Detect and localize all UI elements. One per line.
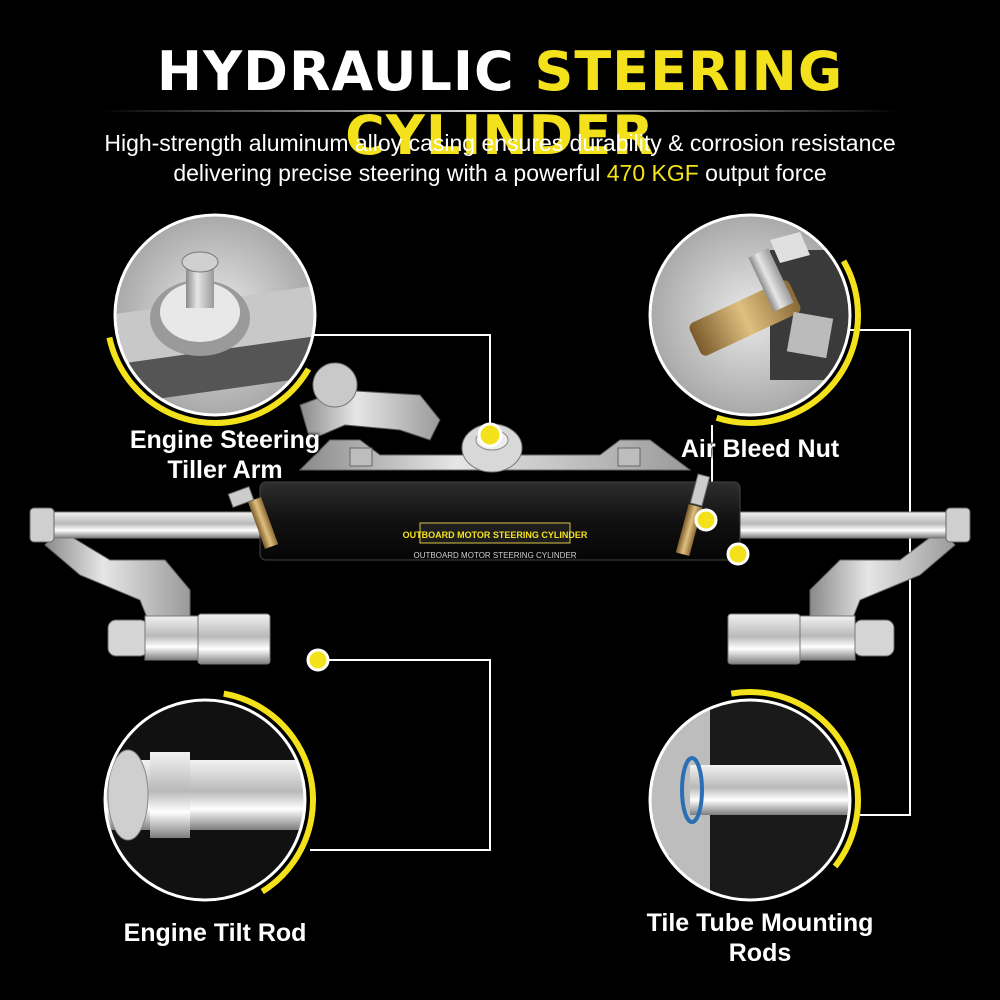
title-white: HYDRAULIC	[156, 40, 515, 103]
title-yellow: STEERING CYLINDER	[345, 40, 844, 167]
callout-tilt-rod: Engine Tilt Rod	[123, 919, 307, 947]
cylinder-label: OUTBOARD MOTOR STEERING CYLINDER	[403, 530, 588, 540]
subtitle-line-1: High-strength aluminum alloy casing ensu…	[104, 130, 896, 156]
dot-tiller-arm	[477, 422, 503, 448]
callout-tube-line1: Tile Tube Mounting	[646, 909, 874, 937]
force-highlight: 470 KGF	[606, 160, 699, 186]
dot-tube-mount	[726, 542, 750, 566]
steering-cylinder-assembly: OUTBOARD MOTOR STEERING CYLINDER OUTBOAR…	[29, 362, 971, 665]
cylinder-label-lower: OUTBOARD MOTOR STEERING CYLINDER	[414, 551, 577, 560]
subtitle-line-2-start: delivering precise steering with a power…	[173, 160, 601, 186]
callout-air-bleed: Air Bleed Nut	[680, 435, 840, 463]
title-divider	[100, 110, 900, 112]
callout-tiller-arm: Engine Steering Tiller Arm	[100, 425, 350, 485]
subtitle-line-2: delivering precise steering with a power…	[0, 158, 1000, 188]
dot-air-bleed	[694, 508, 718, 532]
callout-tiller-line2: Tiller Arm	[167, 456, 283, 484]
callout-tiller-line1: Engine Steering	[129, 426, 321, 454]
callout-tube-line2: Rods	[728, 939, 792, 967]
zoom-circle-air-bleed	[639, 204, 861, 426]
zoom-circle-tiller-arm	[104, 204, 326, 426]
dot-tilt-rod	[306, 648, 330, 672]
page-title: HYDRAULIC STEERING CYLINDER	[0, 40, 1000, 168]
zoom-circle-tilt-rod	[94, 689, 316, 911]
callout-tube-mounting: Tile Tube Mounting Rods	[620, 908, 900, 968]
subtitle-line-2-end: output force	[705, 160, 827, 186]
zoom-circle-tube-mounting	[639, 689, 861, 911]
callout-dots	[306, 422, 750, 672]
